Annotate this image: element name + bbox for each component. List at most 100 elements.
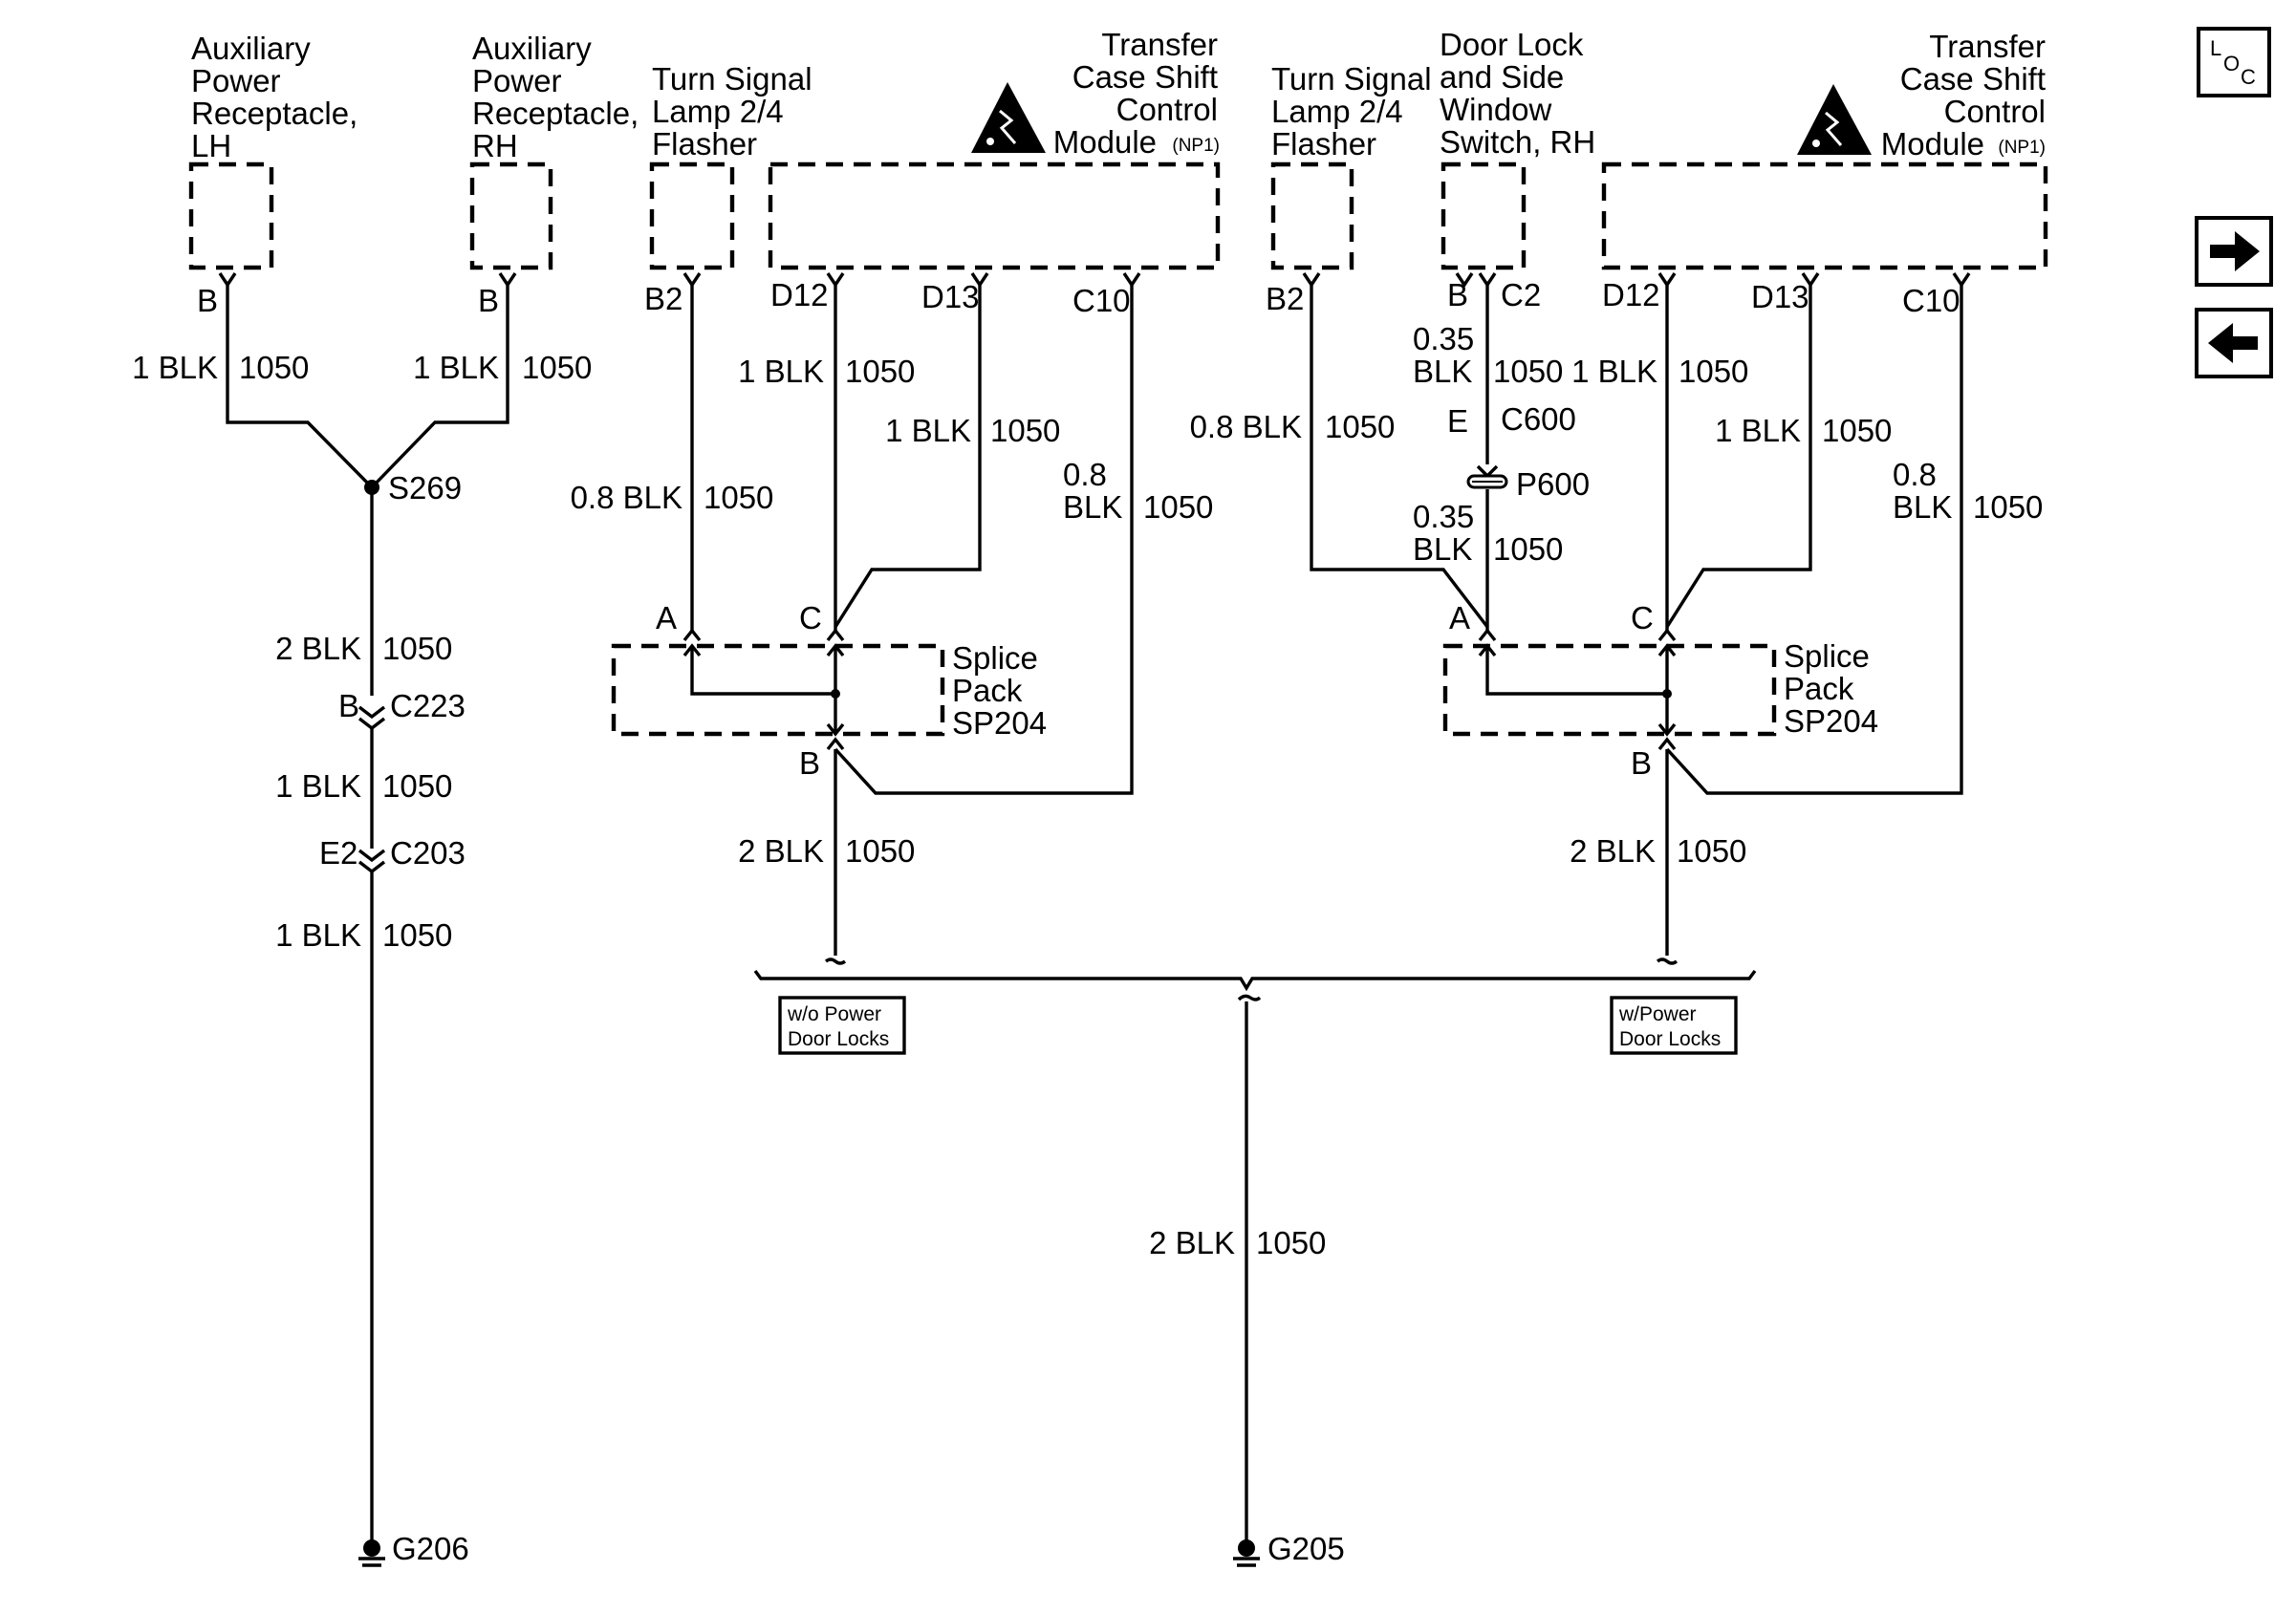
svg-text:D12: D12	[1602, 277, 1660, 312]
option-without-power-door-locks: w/o Power Door Locks	[778, 996, 906, 1055]
arrow-left-icon	[2208, 323, 2258, 363]
svg-text:D13: D13	[1751, 279, 1809, 314]
esd-warning-icon	[971, 82, 1046, 153]
connector-c203-symbol	[357, 849, 386, 863]
svg-text:2 BLK: 2 BLK	[1149, 1225, 1235, 1260]
svg-text:E2: E2	[319, 835, 357, 871]
connector-p600-icon	[1466, 474, 1508, 489]
svg-text:SP204: SP204	[952, 705, 1047, 741]
loc-letter-o: O	[2223, 52, 2240, 75]
svg-text:1 BLK: 1 BLK	[132, 350, 218, 385]
svg-text:0.8: 0.8	[1893, 457, 1937, 492]
connector-labels: S269 C223 C203 C600 P600 G206 G205	[388, 401, 1590, 1566]
svg-text:C: C	[1631, 600, 1654, 635]
option-bracket	[753, 969, 1757, 1540]
svg-text:1 BLK: 1 BLK	[275, 768, 361, 804]
svg-text:Control: Control	[1116, 92, 1218, 127]
ground-g205-icon	[1233, 1539, 1260, 1567]
svg-text:Splice: Splice	[1784, 638, 1870, 674]
svg-text:B2: B2	[1266, 281, 1304, 316]
svg-text:Transfer: Transfer	[1101, 27, 1218, 62]
label-aux-power-lh: Auxiliary Power Receptacle, LH	[191, 31, 357, 163]
svg-text:Control: Control	[1944, 94, 2046, 129]
svg-text:2 BLK: 2 BLK	[1570, 833, 1656, 869]
svg-text:2 BLK: 2 BLK	[275, 631, 361, 666]
svg-text:0.35: 0.35	[1413, 499, 1474, 534]
svg-text:C2: C2	[1501, 277, 1541, 312]
splice-pack-left-box	[611, 643, 945, 737]
svg-text:1 BLK: 1 BLK	[738, 354, 824, 389]
svg-text:B: B	[1631, 745, 1652, 781]
splice-node-right	[1662, 689, 1672, 699]
option-with-power-door-locks: w/Power Door Locks	[1610, 996, 1738, 1055]
ground-g206-icon	[358, 1539, 385, 1567]
svg-text:C: C	[799, 600, 822, 635]
svg-text:Turn Signal: Turn Signal	[1271, 61, 1432, 97]
label-door-lock-switch-rh: Door Lock and Side Window Switch, RH	[1440, 27, 1595, 160]
svg-text:1050: 1050	[845, 354, 915, 389]
svg-text:1050: 1050	[1679, 354, 1748, 389]
svg-text:1050: 1050	[1493, 354, 1563, 389]
svg-text:and Side: and Side	[1440, 59, 1564, 95]
loc-letter-l: L	[2210, 36, 2221, 60]
svg-text:BLK: BLK	[1413, 531, 1472, 567]
pin-labels: B B B2 D12 D13 C10 B2 B C2 D12 D13 C10 A…	[197, 277, 1960, 871]
svg-text:BLK: BLK	[1893, 489, 1952, 525]
previous-page-button[interactable]	[2195, 308, 2273, 378]
arrow-right-icon	[2210, 231, 2260, 271]
location-button[interactable]: L O C	[2197, 27, 2271, 97]
svg-text:Auxiliary: Auxiliary	[472, 31, 592, 66]
wire-labels-left: 0.8 BLK 1050 1 BLK 1050 1 BLK 1050 0.8 B…	[571, 354, 1214, 869]
svg-text:Window: Window	[1440, 92, 1552, 127]
svg-text:0.35: 0.35	[1413, 321, 1474, 356]
svg-text:Module: Module	[1053, 124, 1157, 160]
connector-c223-symbol	[357, 705, 386, 720]
svg-text:E: E	[1447, 403, 1468, 439]
svg-text:LH: LH	[191, 128, 231, 163]
svg-text:Flasher: Flasher	[1271, 126, 1376, 161]
svg-text:RH: RH	[472, 128, 518, 163]
wire-labels-right: 0.8 BLK 1050 0.35 BLK 1050 0.35 BLK 1050…	[1190, 321, 2044, 869]
loc-letter-c: C	[2241, 65, 2256, 89]
svg-text:1050: 1050	[1493, 531, 1563, 567]
svg-text:1050: 1050	[522, 350, 592, 385]
next-page-button[interactable]	[2195, 216, 2273, 287]
flasher-left-box	[649, 161, 735, 270]
svg-text:1 BLK: 1 BLK	[413, 350, 499, 385]
svg-text:1050: 1050	[990, 413, 1060, 448]
svg-text:1050: 1050	[1973, 489, 2043, 525]
svg-text:G206: G206	[392, 1531, 469, 1566]
splice-pack-right-box	[1442, 643, 1777, 737]
svg-text:1050: 1050	[382, 768, 452, 804]
svg-text:Auxiliary: Auxiliary	[191, 31, 311, 66]
splice-s269	[364, 480, 379, 495]
svg-text:D12: D12	[770, 277, 829, 312]
svg-text:Pack: Pack	[952, 673, 1023, 708]
transfer-case-module-left-box	[768, 161, 1221, 270]
aux-power-rh-box	[469, 161, 553, 270]
door-lock-switch-box	[1440, 161, 1527, 270]
svg-text:0.8 BLK: 0.8 BLK	[571, 480, 682, 515]
svg-text:Lamp 2/4: Lamp 2/4	[1271, 94, 1403, 129]
svg-text:1050: 1050	[1677, 833, 1746, 869]
svg-text:C10: C10	[1902, 283, 1960, 318]
svg-text:BLK: BLK	[1413, 354, 1472, 389]
svg-text:Pack: Pack	[1784, 671, 1854, 706]
svg-text:1050: 1050	[1822, 413, 1892, 448]
svg-text:Receptacle,: Receptacle,	[472, 96, 639, 131]
splice-node-left	[831, 689, 840, 699]
splice-pack-right-label: Splice Pack SP204	[1784, 638, 1878, 739]
svg-text:SP204: SP204	[1784, 703, 1878, 739]
svg-text:P600: P600	[1516, 466, 1590, 502]
svg-text:C600: C600	[1501, 401, 1576, 437]
svg-text:B: B	[197, 283, 218, 318]
splice-pack-left-arrows	[682, 643, 845, 657]
svg-text:(NP1): (NP1)	[1998, 138, 2046, 158]
svg-text:1 BLK: 1 BLK	[1571, 354, 1657, 389]
svg-text:Door Lock: Door Lock	[1440, 27, 1584, 62]
svg-text:1 BLK: 1 BLK	[275, 917, 361, 953]
svg-text:Flasher: Flasher	[652, 126, 757, 161]
splice-pack-right-arrows	[1478, 643, 1677, 657]
